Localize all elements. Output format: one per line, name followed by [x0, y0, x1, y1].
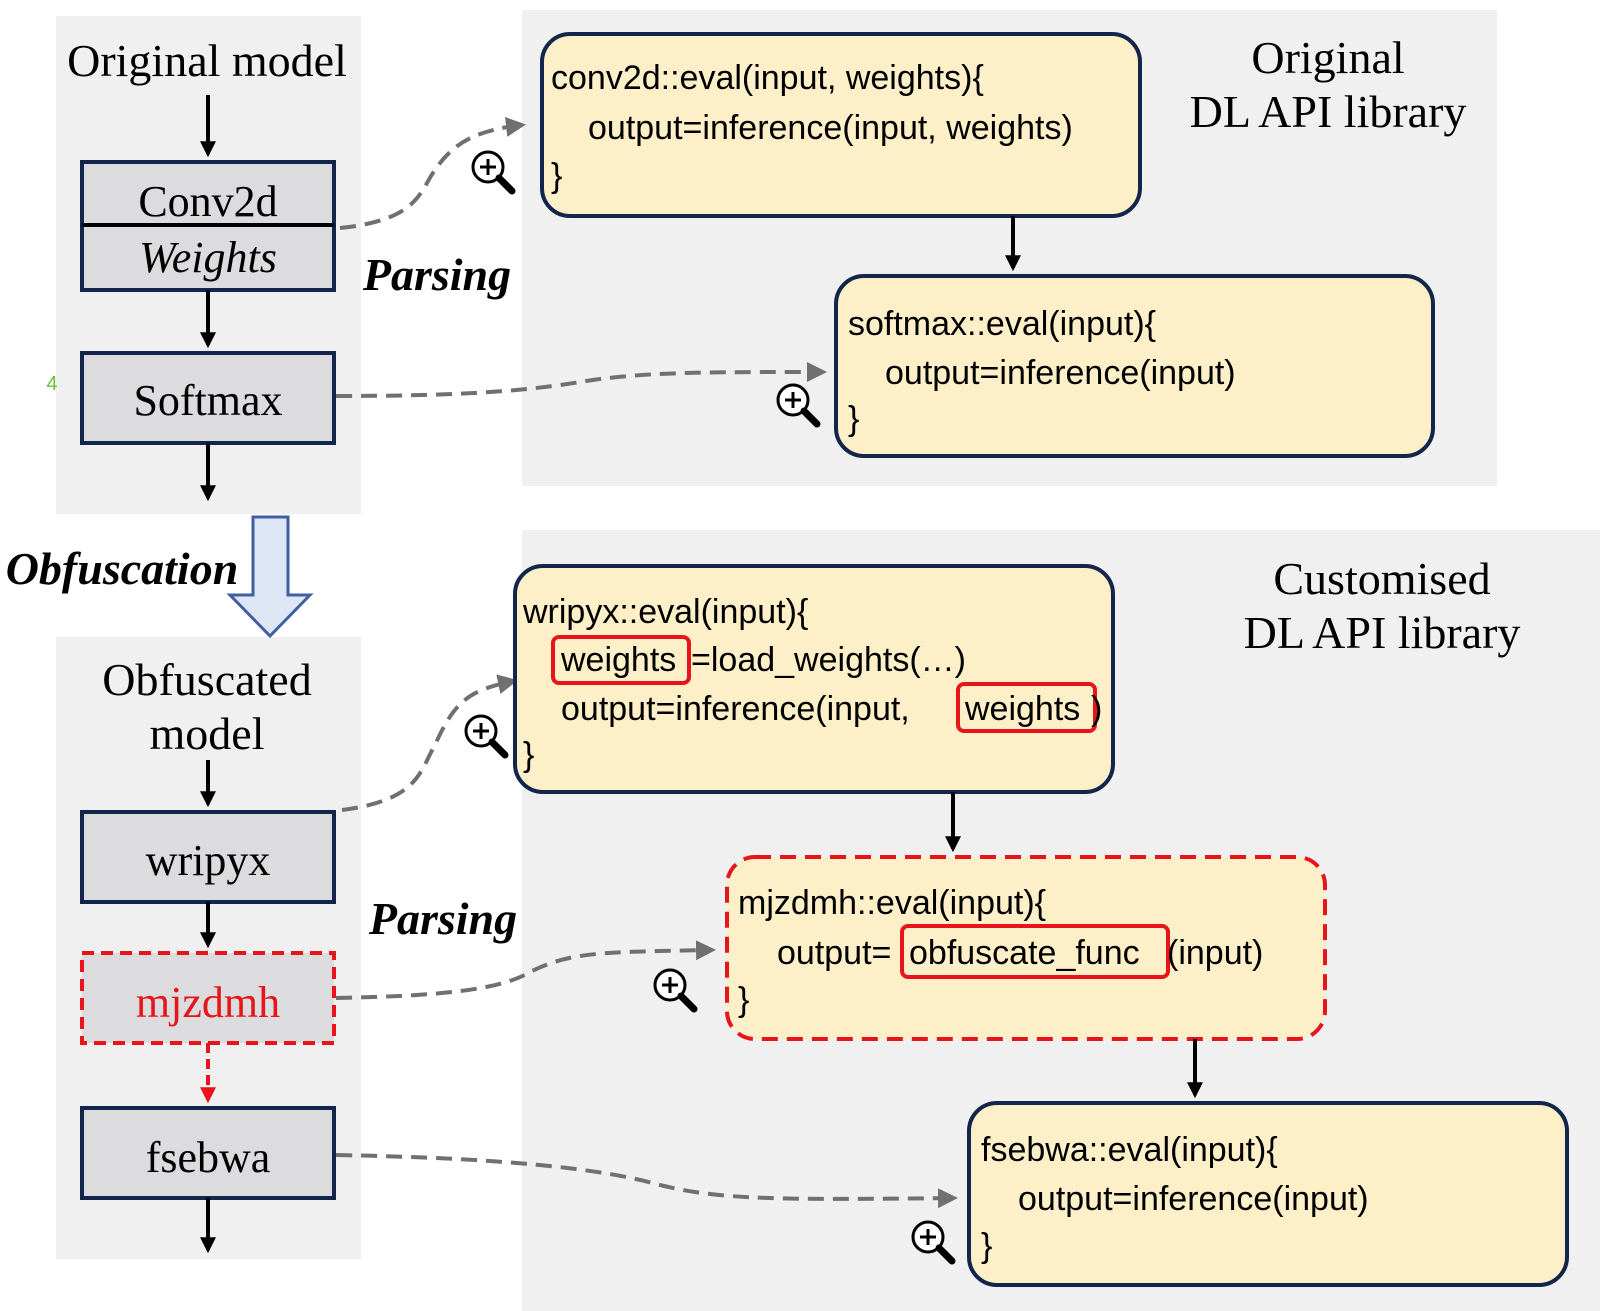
- code-box-wripyx: [513, 564, 1115, 794]
- code-mjzdmh-line1: mjzdmh::eval(input){: [738, 884, 1046, 922]
- layer-weights-label: Weights: [139, 233, 277, 282]
- customised-library-title-line1: Customised: [1273, 553, 1490, 604]
- code-fsebwa-line1: fsebwa::eval(input){: [981, 1131, 1278, 1169]
- code-wripyx-line1: wripyx::eval(input){: [522, 593, 808, 631]
- parsing-arrow-wripyx: [341, 674, 518, 812]
- code-mjzdmh-obfuscate-func: obfuscate_func: [909, 934, 1140, 972]
- highlight-obfuscate-func: [900, 924, 1170, 979]
- code-wripyx-line2-rest: =load_weights(…): [691, 641, 966, 679]
- layer-fsebwa-label: fsebwa: [146, 1133, 271, 1182]
- zoom-in-icon: [473, 152, 512, 191]
- code-conv2d-line2: output=inference(input, weights): [588, 109, 1073, 147]
- code-mjzdmh-line2-prefix: output=: [777, 934, 891, 972]
- code-wripyx-line3-prefix: output=inference(input,: [561, 690, 910, 728]
- layer-fsebwa: [80, 1106, 336, 1200]
- layer-conv2d-label: Conv2d: [138, 177, 277, 226]
- layer-softmax-label: Softmax: [133, 376, 282, 425]
- code-mjzdmh-line2-suffix: (input): [1167, 934, 1263, 972]
- code-wripyx-line4: }: [523, 736, 534, 774]
- layer-mjzdmh: [80, 951, 336, 1045]
- code-conv2d-line1: conv2d::eval(input, weights){: [551, 59, 984, 97]
- parsing-label-bottom: Parsing: [368, 893, 517, 944]
- code-wripyx-weights-1: weights: [560, 641, 676, 679]
- code-box-mjzdmh: [725, 855, 1327, 1041]
- layer-softmax: [80, 351, 336, 445]
- code-conv2d-line3: }: [551, 157, 562, 195]
- parsing-arrow-fsebwa: [335, 1153, 958, 1209]
- code-wripyx-weights-2: weights: [964, 690, 1080, 728]
- code-mjzdmh-line3: }: [738, 981, 749, 1019]
- original-library-title-line1: Original: [1251, 32, 1404, 83]
- code-fsebwa-line3: }: [981, 1227, 992, 1265]
- obfuscated-model-title-line2: model: [150, 708, 265, 759]
- obfuscation-label: Obfuscation: [6, 543, 239, 594]
- parsing-arrow-softmax: [335, 362, 827, 398]
- code-softmax-line1: softmax::eval(input){: [848, 305, 1156, 343]
- highlight-weights-1: [551, 635, 691, 685]
- obfuscation-arrow: [226, 515, 314, 639]
- layer-wripyx: [80, 810, 336, 904]
- original-library-title-line2: DL API library: [1190, 86, 1467, 137]
- zoom-in-icon: [466, 716, 505, 755]
- parsing-arrow-conv2d: [339, 116, 526, 230]
- code-box-fsebwa: [967, 1101, 1569, 1287]
- highlight-weights-2: [956, 682, 1097, 733]
- layer-mjzdmh-label: mjzdmh: [136, 978, 280, 1027]
- code-wripyx-line3-suffix: ): [1091, 690, 1102, 728]
- original-model-title: Original model: [67, 35, 347, 86]
- customised-library-title-line2: DL API library: [1244, 607, 1521, 658]
- code-softmax-line2: output=inference(input): [885, 354, 1236, 392]
- line-number: 4: [46, 373, 57, 395]
- code-box-softmax: [834, 274, 1435, 458]
- obfuscated-model-title-line1: Obfuscated: [102, 654, 311, 705]
- layer-wripyx-label: wripyx: [146, 836, 271, 885]
- parsing-arrow-mjzdmh: [335, 940, 716, 1000]
- code-softmax-line3: }: [848, 400, 859, 438]
- code-fsebwa-line2: output=inference(input): [1018, 1180, 1369, 1218]
- parsing-label-top: Parsing: [362, 249, 511, 300]
- code-box-conv2d: [540, 32, 1142, 218]
